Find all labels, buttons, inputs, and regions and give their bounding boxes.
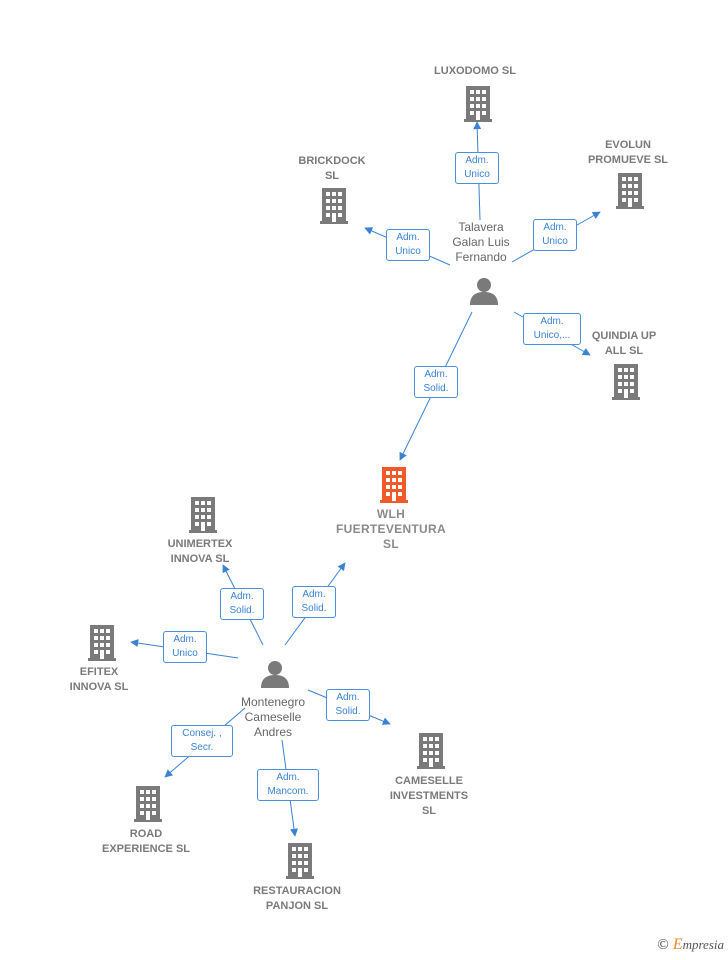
edge-label-talavera-evolun: Adm. Unico [533, 219, 577, 251]
company-label-cameselle[interactable]: CAMESELLE INVESTMENTS SL [389, 775, 469, 817]
person-label-talavera[interactable]: Talavera Galan Luis Fernando [452, 220, 510, 264]
unimertex-building-icon[interactable] [189, 497, 217, 533]
luxodomo-building-icon[interactable] [464, 86, 492, 122]
company-label-brickdock[interactable]: BRICKDOCK SL [298, 155, 366, 182]
edge-label-montenegro-cameselle: Adm. Solid. [326, 689, 370, 721]
company-label-quindia[interactable]: QUINDIA UP ALL SL [591, 330, 657, 357]
company-label-unimertex[interactable]: UNIMERTEX INNOVA SL [167, 538, 233, 565]
montenegro-person-icon[interactable] [261, 661, 289, 688]
copyright-icon: © [657, 937, 669, 953]
edge-label-montenegro-wlh: Adm. Solid. [292, 586, 336, 618]
empresia-brand-logo: ©Empresia [657, 936, 724, 953]
company-label-efitex[interactable]: EFITEX INNOVA SL [69, 666, 129, 693]
edge-label-talavera-brickdock: Adm. Unico [386, 229, 430, 261]
efitex-building-icon[interactable] [88, 625, 116, 661]
company-label-luxodomo[interactable]: LUXODOMO SL [434, 65, 516, 77]
edge-label-montenegro-restauracion: Adm. Mancom. [257, 769, 319, 801]
company-label-road[interactable]: ROAD EXPERIENCE SL [101, 828, 191, 855]
edge-label-montenegro-road: Consej. , Secr. [171, 725, 233, 757]
edge-label-talavera-wlh: Adm. Solid. [414, 366, 458, 398]
company-label-restauracion[interactable]: RESTAURACION PANJON SL [253, 885, 341, 912]
edge-label-montenegro-unimertex: Adm. Solid. [220, 588, 264, 620]
brickdock-building-icon[interactable] [320, 188, 348, 224]
edge-label-talavera-quindia: Adm. Unico,... [523, 313, 581, 345]
company-label-evolun[interactable]: EVOLUN PROMUEVE SL [587, 139, 669, 166]
edge-label-montenegro-efitex: Adm. Unico [163, 631, 207, 663]
road-building-icon[interactable] [134, 786, 162, 822]
company-label-wlh[interactable]: WLH FUERTEVENTURA SL [336, 507, 446, 551]
edge-label-talavera-luxodomo: Adm. Unico [455, 152, 499, 184]
wlh-building-icon[interactable] [380, 467, 408, 503]
talavera-person-icon[interactable] [470, 278, 498, 305]
quindia-building-icon[interactable] [612, 364, 640, 400]
person-label-montenegro[interactable]: Montenegro Cameselle Andres [240, 695, 306, 739]
cameselle-building-icon[interactable] [417, 733, 445, 769]
evolun-building-icon[interactable] [616, 173, 644, 209]
restauracion-building-icon[interactable] [286, 843, 314, 879]
